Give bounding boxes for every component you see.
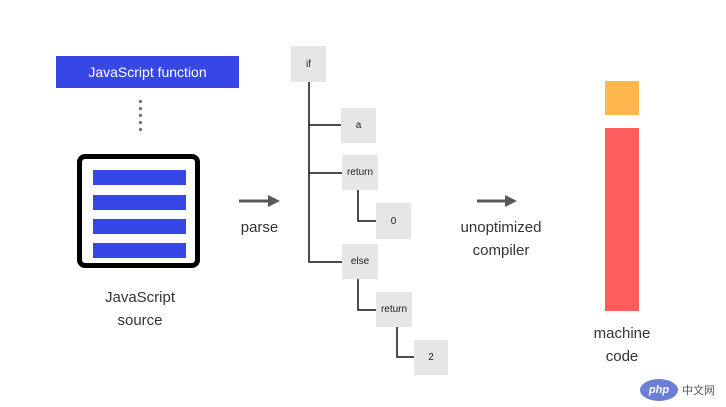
ast-node-return: return bbox=[376, 292, 412, 327]
parse-arrow-icon bbox=[239, 195, 280, 207]
machine-code-block-large bbox=[605, 128, 639, 311]
javascript-source-caption-line2: source bbox=[117, 312, 163, 329]
compiler-label-line2: compiler bbox=[472, 242, 530, 259]
watermark-text: 中文网 bbox=[682, 385, 715, 397]
javascript-source-caption-line1: JavaScript bbox=[104, 289, 176, 306]
compiler-arrow-icon bbox=[477, 195, 517, 207]
source-line bbox=[93, 170, 186, 185]
ast-node-if: if bbox=[291, 46, 326, 82]
dotted-connector bbox=[139, 100, 142, 135]
javascript-source-caption: JavaScript source bbox=[90, 286, 190, 332]
ast-node-return: return bbox=[342, 155, 378, 190]
compiler-label: unoptimized compiler bbox=[448, 216, 554, 262]
ast-node-a: a bbox=[341, 108, 376, 143]
source-line bbox=[93, 195, 186, 210]
source-document-icon bbox=[77, 154, 200, 268]
machine-code-block-small bbox=[605, 81, 639, 115]
watermark: php 中文网 bbox=[640, 377, 722, 403]
ast-node-else: else bbox=[342, 244, 378, 279]
ast-node-zero: 0 bbox=[376, 203, 411, 239]
source-line bbox=[93, 243, 186, 258]
source-line bbox=[93, 219, 186, 234]
machine-code-caption-line2: code bbox=[605, 348, 639, 365]
machine-code-caption: machine code bbox=[572, 322, 672, 368]
ast-connectors bbox=[308, 82, 414, 358]
parse-label: parse bbox=[240, 219, 279, 236]
compiler-label-line1: unoptimized bbox=[460, 219, 542, 236]
javascript-function-label: JavaScript function bbox=[56, 56, 239, 88]
machine-code-caption-line1: machine bbox=[593, 325, 651, 342]
php-logo-icon: php bbox=[640, 379, 678, 401]
ast-node-two: 2 bbox=[414, 340, 448, 375]
